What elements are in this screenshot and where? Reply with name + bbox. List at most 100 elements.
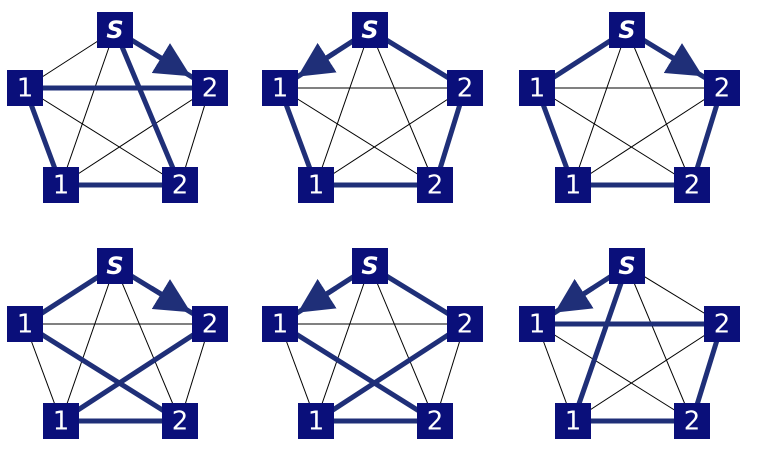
node-box <box>192 306 228 342</box>
node-label: 1 <box>53 171 70 201</box>
graph-edge <box>626 29 693 186</box>
node-label: 2 <box>684 407 701 437</box>
node-label: S <box>618 16 635 44</box>
graph-node-l1: 1 <box>7 306 43 342</box>
node-box <box>417 403 453 439</box>
node-box <box>555 167 591 203</box>
graph-node-s: S <box>352 248 388 284</box>
direction-arrow-icon <box>149 279 191 313</box>
node-box <box>298 403 334 439</box>
graph-edge <box>369 265 436 422</box>
node-box <box>704 70 740 106</box>
graph-edge <box>536 323 693 422</box>
node-box <box>674 167 710 203</box>
graph-panel-1: S 1 2 1 2 <box>7 12 228 203</box>
node-label: 2 <box>684 171 701 201</box>
node-box <box>97 12 133 48</box>
node-label: 2 <box>202 310 219 340</box>
node-label: S <box>618 252 635 280</box>
node-box <box>609 248 645 284</box>
graph-node-r2: 2 <box>447 306 483 342</box>
graph-node-b2: 2 <box>417 167 453 203</box>
graph-panel-2: S 1 2 1 2 <box>262 12 483 203</box>
graph-edge <box>369 29 436 186</box>
node-box <box>609 12 645 48</box>
node-box <box>674 403 710 439</box>
graph-panel-3: S 1 2 1 2 <box>519 12 740 203</box>
node-label: 2 <box>427 407 444 437</box>
direction-arrow-icon <box>149 43 191 77</box>
graph-node-b1: 1 <box>298 403 334 439</box>
node-label: S <box>106 16 123 44</box>
graph-edge <box>536 87 693 186</box>
cycle-edge <box>112 27 183 188</box>
node-box <box>519 70 555 106</box>
node-label: 2 <box>457 310 474 340</box>
direction-arrow-icon <box>297 278 338 313</box>
graph-edge <box>572 323 723 422</box>
node-label: 1 <box>565 171 582 201</box>
graph-edge <box>114 265 181 422</box>
node-box <box>704 306 740 342</box>
cycle-edge <box>22 321 183 424</box>
node-label: 2 <box>457 74 474 104</box>
graph-edge <box>60 87 211 186</box>
node-box <box>97 248 133 284</box>
graph-node-l1: 1 <box>7 70 43 106</box>
cycle-edge <box>277 321 438 424</box>
node-label: 1 <box>308 171 325 201</box>
node-box <box>298 167 334 203</box>
graph-node-b1: 1 <box>43 167 79 203</box>
graph-node-r2: 2 <box>704 70 740 106</box>
graph-edge <box>572 87 723 186</box>
graph-edge <box>572 29 628 186</box>
node-box <box>7 70 43 106</box>
node-box <box>162 167 198 203</box>
graph-panel-5: S 1 2 1 2 <box>262 248 483 439</box>
graph-node-l1: 1 <box>262 306 298 342</box>
cycle-edge <box>570 263 630 424</box>
node-box <box>43 167 79 203</box>
graph-node-r2: 2 <box>704 306 740 342</box>
node-label: 2 <box>172 171 189 201</box>
node-label: 2 <box>202 74 219 104</box>
graph-node-s: S <box>609 248 645 284</box>
node-box <box>352 248 388 284</box>
graph-node-r2: 2 <box>192 306 228 342</box>
node-label: 2 <box>427 171 444 201</box>
node-label: 1 <box>529 310 546 340</box>
graph-node-s: S <box>352 12 388 48</box>
node-label: 1 <box>272 74 289 104</box>
node-label: 1 <box>272 310 289 340</box>
node-label: 1 <box>17 310 34 340</box>
direction-arrow-icon <box>554 278 595 313</box>
node-box <box>447 306 483 342</box>
node-box <box>262 306 298 342</box>
graph-edge <box>279 87 436 186</box>
direction-arrow-icon <box>297 42 338 77</box>
graph-edge <box>315 87 466 186</box>
graph-edge <box>626 265 693 422</box>
graph-edge <box>60 265 116 422</box>
graph-node-b2: 2 <box>162 403 198 439</box>
node-label: 2 <box>714 74 731 104</box>
node-box <box>162 403 198 439</box>
graph-node-l1: 1 <box>262 70 298 106</box>
cycle-edge <box>58 321 213 424</box>
node-box <box>352 12 388 48</box>
graph-node-b1: 1 <box>555 167 591 203</box>
node-box <box>417 167 453 203</box>
graph-node-b2: 2 <box>674 167 710 203</box>
node-label: 2 <box>172 407 189 437</box>
node-label: 1 <box>308 407 325 437</box>
node-label: S <box>361 16 378 44</box>
cycle-edge <box>313 321 468 424</box>
node-label: S <box>361 252 378 280</box>
node-label: 1 <box>529 74 546 104</box>
node-box <box>555 403 591 439</box>
node-label: 1 <box>53 407 70 437</box>
graph-edge <box>60 29 116 186</box>
node-box <box>192 70 228 106</box>
node-box <box>262 70 298 106</box>
